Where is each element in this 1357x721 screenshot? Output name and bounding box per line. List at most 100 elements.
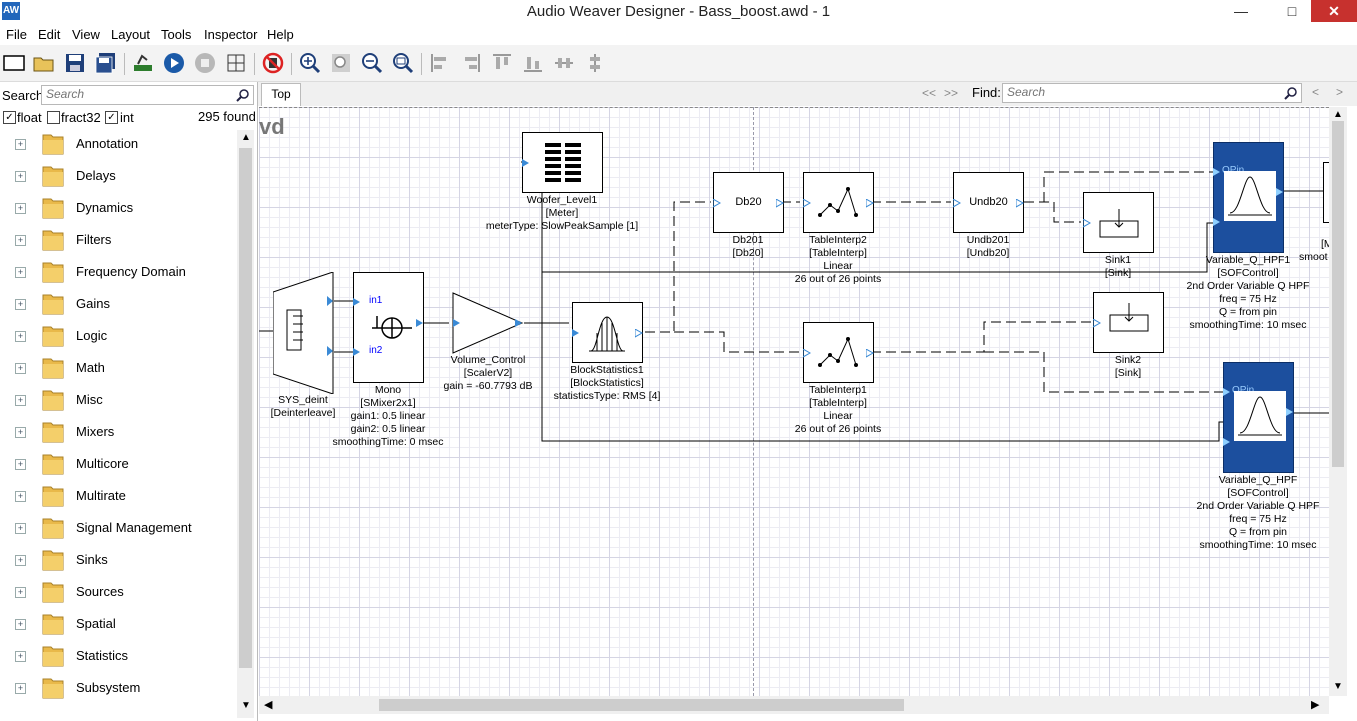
scroll-thumb[interactable]: [239, 148, 252, 668]
expand-icon[interactable]: +: [15, 363, 26, 374]
distribute-h-icon[interactable]: [553, 52, 575, 74]
design-canvas[interactable]: vd SYS_d: [259, 107, 1329, 696]
save-icon[interactable]: [64, 52, 86, 74]
tree-item-gains[interactable]: +Gains: [0, 288, 237, 320]
canvas-horizontal-scrollbar[interactable]: ◀ ▶: [259, 696, 1329, 714]
expand-icon[interactable]: +: [15, 491, 26, 502]
tree-item-annotation[interactable]: +Annotation: [0, 128, 237, 160]
expand-icon[interactable]: +: [15, 331, 26, 342]
open-folder-icon[interactable]: [33, 52, 55, 74]
minimize-button[interactable]: —: [1234, 3, 1248, 19]
align-bottom-icon[interactable]: [522, 52, 544, 74]
close-button[interactable]: ✕: [1311, 0, 1357, 22]
expand-icon[interactable]: +: [15, 171, 26, 182]
variable-q-hpf-module[interactable]: QPin: [1223, 362, 1294, 473]
module-search-input[interactable]: [42, 86, 230, 102]
new-file-icon[interactable]: [3, 52, 25, 74]
scroll-left-icon[interactable]: ◀: [264, 699, 273, 711]
find-input[interactable]: [1003, 84, 1265, 100]
tree-item-signal-management[interactable]: +Signal Management: [0, 512, 237, 544]
expand-icon[interactable]: +: [15, 683, 26, 694]
expand-icon[interactable]: +: [15, 459, 26, 470]
scroll-up-icon[interactable]: ▲: [241, 132, 251, 143]
maximize-button[interactable]: □: [1287, 3, 1297, 19]
scroll-up-icon[interactable]: ▲: [1333, 109, 1343, 120]
tree-scrollbar[interactable]: ▲ ▼: [237, 130, 254, 718]
find-prev-button[interactable]: <: [1312, 85, 1320, 99]
expand-icon[interactable]: +: [15, 235, 26, 246]
run-icon[interactable]: [163, 52, 185, 74]
tree-item-subsystem[interactable]: +Subsystem: [0, 672, 237, 704]
expand-icon[interactable]: +: [15, 651, 26, 662]
grid-icon[interactable]: [225, 52, 247, 74]
expand-icon[interactable]: +: [15, 203, 26, 214]
zoom-out-icon[interactable]: [361, 52, 383, 74]
int-checkbox[interactable]: ✓: [105, 111, 118, 124]
table-interp1-module[interactable]: [803, 322, 874, 383]
tree-item-dynamics[interactable]: +Dynamics: [0, 192, 237, 224]
sink1-module[interactable]: [1083, 192, 1154, 253]
undb20-module[interactable]: Undb20: [953, 172, 1024, 233]
expand-icon[interactable]: +: [15, 139, 26, 150]
variable-q-hpf1-module[interactable]: QPin: [1213, 142, 1284, 253]
partial-module[interactable]: [1323, 162, 1329, 223]
stop-icon[interactable]: [194, 52, 216, 74]
tree-item-misc[interactable]: +Misc: [0, 384, 237, 416]
tree-item-mixers[interactable]: +Mixers: [0, 416, 237, 448]
scroll-thumb[interactable]: [1332, 121, 1344, 467]
tab-top[interactable]: Top: [261, 83, 301, 106]
db20-module[interactable]: Db20: [713, 172, 784, 233]
volume-control-module[interactable]: [452, 292, 526, 354]
table-interp2-module[interactable]: [803, 172, 874, 233]
module-search-box[interactable]: [41, 85, 254, 105]
expand-icon[interactable]: +: [15, 587, 26, 598]
menu-inspector[interactable]: Inspector: [204, 27, 258, 42]
nav-next-button[interactable]: >>: [944, 86, 959, 100]
zoom-page-icon[interactable]: [392, 52, 414, 74]
float-checkbox[interactable]: ✓: [3, 111, 16, 124]
search-icon[interactable]: [1284, 86, 1298, 100]
expand-icon[interactable]: +: [15, 267, 26, 278]
expand-icon[interactable]: +: [15, 427, 26, 438]
sink2-module[interactable]: [1093, 292, 1164, 353]
menu-layout[interactable]: Layout: [111, 27, 151, 42]
mono-mixer-module[interactable]: in1 in2: [353, 272, 424, 383]
tree-item-statistics[interactable]: +Statistics: [0, 640, 237, 672]
menu-view[interactable]: View: [72, 27, 100, 42]
no-target-icon[interactable]: [262, 52, 284, 74]
scroll-down-icon[interactable]: ▼: [241, 700, 251, 711]
search-icon[interactable]: [236, 88, 250, 102]
tree-item-sinks[interactable]: +Sinks: [0, 544, 237, 576]
menu-help[interactable]: Help: [267, 27, 294, 42]
expand-icon[interactable]: +: [15, 523, 26, 534]
scroll-thumb[interactable]: [379, 699, 904, 711]
tree-item-logic[interactable]: +Logic: [0, 320, 237, 352]
find-box[interactable]: [1002, 83, 1302, 103]
zoom-in-icon[interactable]: [299, 52, 321, 74]
align-top-icon[interactable]: [491, 52, 513, 74]
tree-item-multirate[interactable]: +Multirate: [0, 480, 237, 512]
tree-item-frequency-domain[interactable]: +Frequency Domain: [0, 256, 237, 288]
zoom-fit-icon[interactable]: [330, 52, 352, 74]
canvas-vertical-scrollbar[interactable]: ▲ ▼: [1329, 107, 1347, 696]
deinterleave-module[interactable]: [273, 272, 335, 394]
expand-icon[interactable]: +: [15, 619, 26, 630]
distribute-v-icon[interactable]: [584, 52, 606, 74]
menu-tools[interactable]: Tools: [161, 27, 192, 42]
expand-icon[interactable]: +: [15, 299, 26, 310]
build-icon[interactable]: [132, 52, 154, 74]
save-all-icon[interactable]: [95, 52, 117, 74]
scroll-down-icon[interactable]: ▼: [1333, 681, 1343, 692]
expand-icon[interactable]: +: [15, 395, 26, 406]
align-center-icon[interactable]: [460, 52, 482, 74]
find-next-button[interactable]: >: [1336, 85, 1344, 99]
scroll-right-icon[interactable]: ▶: [1311, 699, 1320, 711]
expand-icon[interactable]: +: [15, 555, 26, 566]
nav-prev-button[interactable]: <<: [922, 86, 937, 100]
menu-file[interactable]: File: [6, 27, 27, 42]
tree-item-delays[interactable]: +Delays: [0, 160, 237, 192]
align-left-icon[interactable]: [429, 52, 451, 74]
block-statistics-module[interactable]: [572, 302, 643, 363]
tree-item-filters[interactable]: +Filters: [0, 224, 237, 256]
tree-item-math[interactable]: +Math: [0, 352, 237, 384]
